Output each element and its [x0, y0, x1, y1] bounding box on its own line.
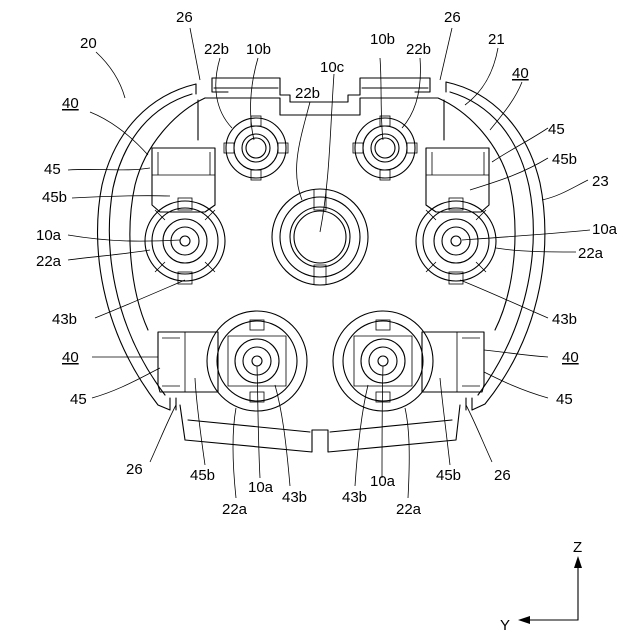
label-45-left: 45 [44, 161, 61, 178]
label-26-bottom-right: 26 [494, 467, 511, 484]
label-40-top-left: 40 [62, 95, 79, 112]
axis-label-z: Z [573, 539, 582, 556]
label-43b-bottom-right: 43b [342, 489, 367, 506]
lock-block-bottom-left [158, 332, 218, 392]
label-10b-left: 10b [246, 41, 271, 58]
label-45b-right: 45b [552, 151, 577, 168]
label-10a-right: 10a [592, 221, 618, 238]
label-43b-right: 43b [552, 311, 577, 328]
axis-indicator: Z Y [500, 539, 582, 634]
label-20: 20 [80, 35, 97, 52]
label-10a-bottom-left: 10a [248, 479, 274, 496]
label-22b-center: 22b [295, 85, 320, 102]
y-arrow-icon [518, 616, 530, 624]
label-22b-right: 22b [406, 41, 431, 58]
leader-lines [68, 28, 590, 498]
label-23: 23 [592, 173, 609, 190]
terminal-10a-right [416, 198, 496, 284]
label-26-bottom-left: 26 [126, 461, 143, 478]
lock-block-right [426, 148, 489, 212]
lock-block-bottom-right [422, 332, 484, 392]
label-10a-left: 10a [36, 227, 62, 244]
label-45b-bottom-left: 45b [190, 467, 215, 484]
boss-10c-center [272, 189, 368, 285]
terminal-10a-bottom-left [207, 311, 307, 411]
axis-label-y: Y [500, 617, 510, 634]
label-10c: 10c [320, 59, 345, 76]
label-21: 21 [488, 31, 505, 48]
boss-10b-right [353, 116, 417, 180]
label-40-bottom-left: 40 [62, 349, 79, 366]
label-40-top-right: 40 [512, 65, 529, 82]
label-22a-right: 22a [578, 245, 604, 262]
label-45b-left: 45b [42, 189, 67, 206]
label-22a-left: 22a [36, 253, 62, 270]
terminal-10a-bottom-right [333, 311, 433, 411]
label-43b-bottom-left: 43b [282, 489, 307, 506]
label-10b-right: 10b [370, 31, 395, 48]
lock-block-left [152, 148, 215, 212]
label-22b-left: 22b [204, 41, 229, 58]
boss-10b-left [224, 116, 288, 180]
label-45b-bottom-right: 45b [436, 467, 461, 484]
label-10a-bottom-right: 10a [370, 473, 396, 490]
label-43b-left: 43b [52, 311, 77, 328]
z-arrow-icon [574, 556, 582, 568]
label-22a-bottom-left: 22a [222, 501, 248, 518]
label-40-bottom-right: 40 [562, 349, 579, 366]
label-45-bottom-left: 45 [70, 391, 87, 408]
reference-labels: 20 26 22b 10b 10c 22b 10b 22b 26 21 40 4… [36, 9, 618, 518]
label-45-bottom-right: 45 [556, 391, 573, 408]
label-22a-bottom-right: 22a [396, 501, 422, 518]
label-26-top-left: 26 [176, 9, 193, 26]
label-45-right: 45 [548, 121, 565, 138]
label-26-top-right: 26 [444, 9, 461, 26]
